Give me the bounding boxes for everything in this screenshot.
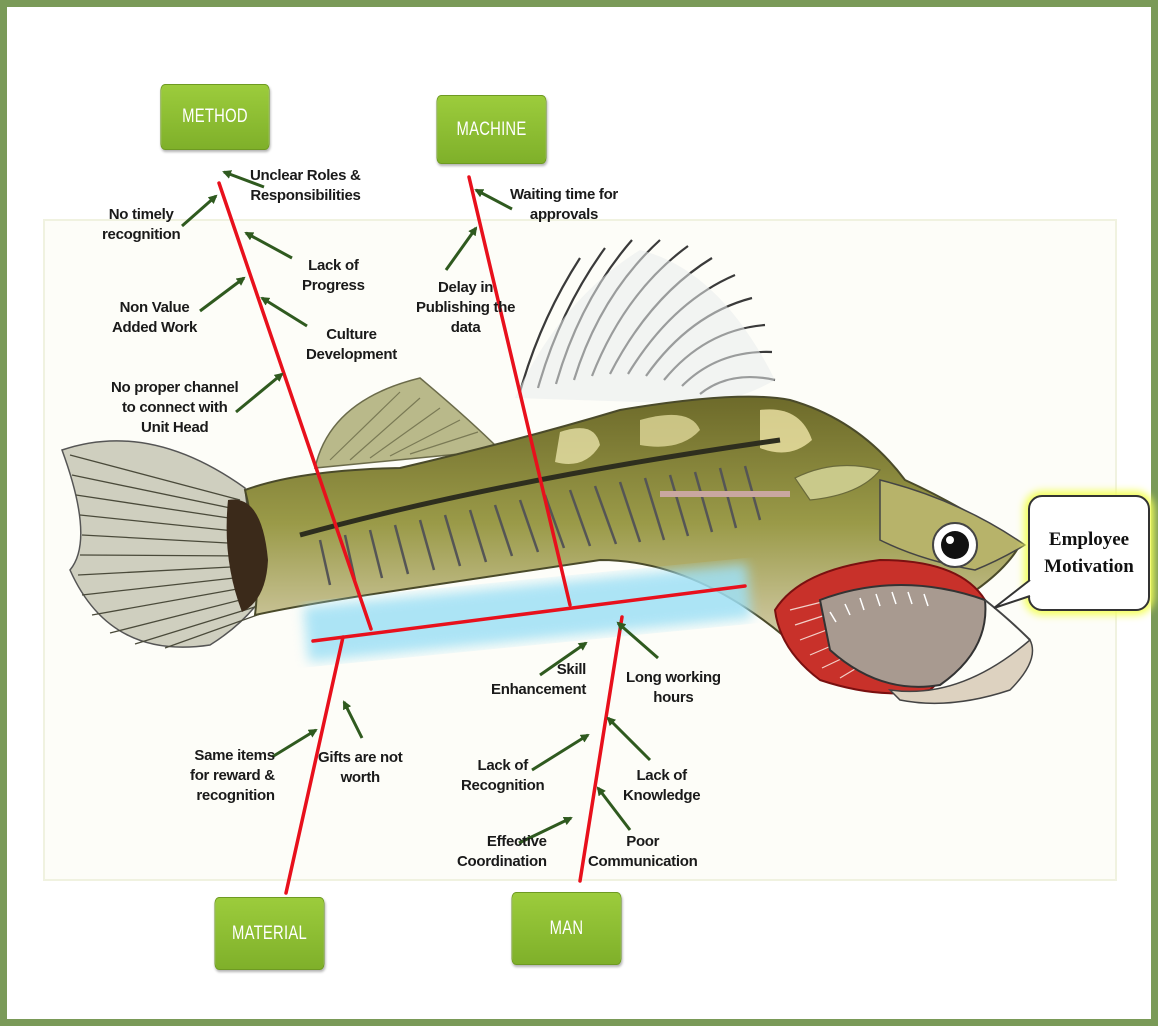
cause-same-items: Same items for reward & recognition	[190, 746, 275, 806]
cause-delay-publishing: Delay in Publishing the data	[416, 278, 515, 338]
cause-skill-enhancement: Skill Enhancement	[491, 660, 586, 700]
effect-pointer	[990, 560, 1034, 620]
cause-no-timely-recognition: No timely recognition	[102, 205, 180, 245]
cause-long-working-hours: Long working hours	[626, 668, 721, 708]
effect-box: Employee Motivation	[1028, 495, 1150, 611]
cause-lack-of-progress: Lack of Progress	[302, 256, 365, 296]
category-machine: MACHINE	[437, 95, 547, 164]
arrow-waiting-time	[476, 190, 512, 209]
cause-non-value-added: Non Value Added Work	[112, 298, 197, 338]
cause-no-proper-channel: No proper channel to connect with Unit H…	[111, 378, 238, 438]
cause-waiting-time: Waiting time for approvals	[510, 185, 618, 225]
cause-effective-coordination: Effective Coordination	[457, 832, 547, 872]
category-method: METHOD	[160, 84, 269, 150]
cause-culture-development: Culture Development	[306, 325, 397, 365]
cause-gifts-not-worth: Gifts are not worth	[318, 748, 402, 788]
category-man: MAN	[512, 892, 622, 965]
cause-poor-communication: Poor Communication	[588, 832, 697, 872]
cause-lack-of-recognition: Lack of Recognition	[461, 756, 544, 796]
cause-lack-of-knowledge: Lack of Knowledge	[623, 766, 700, 806]
cause-unclear-roles: Unclear Roles & Responsibilities	[250, 166, 361, 206]
category-material: MATERIAL	[215, 897, 325, 970]
